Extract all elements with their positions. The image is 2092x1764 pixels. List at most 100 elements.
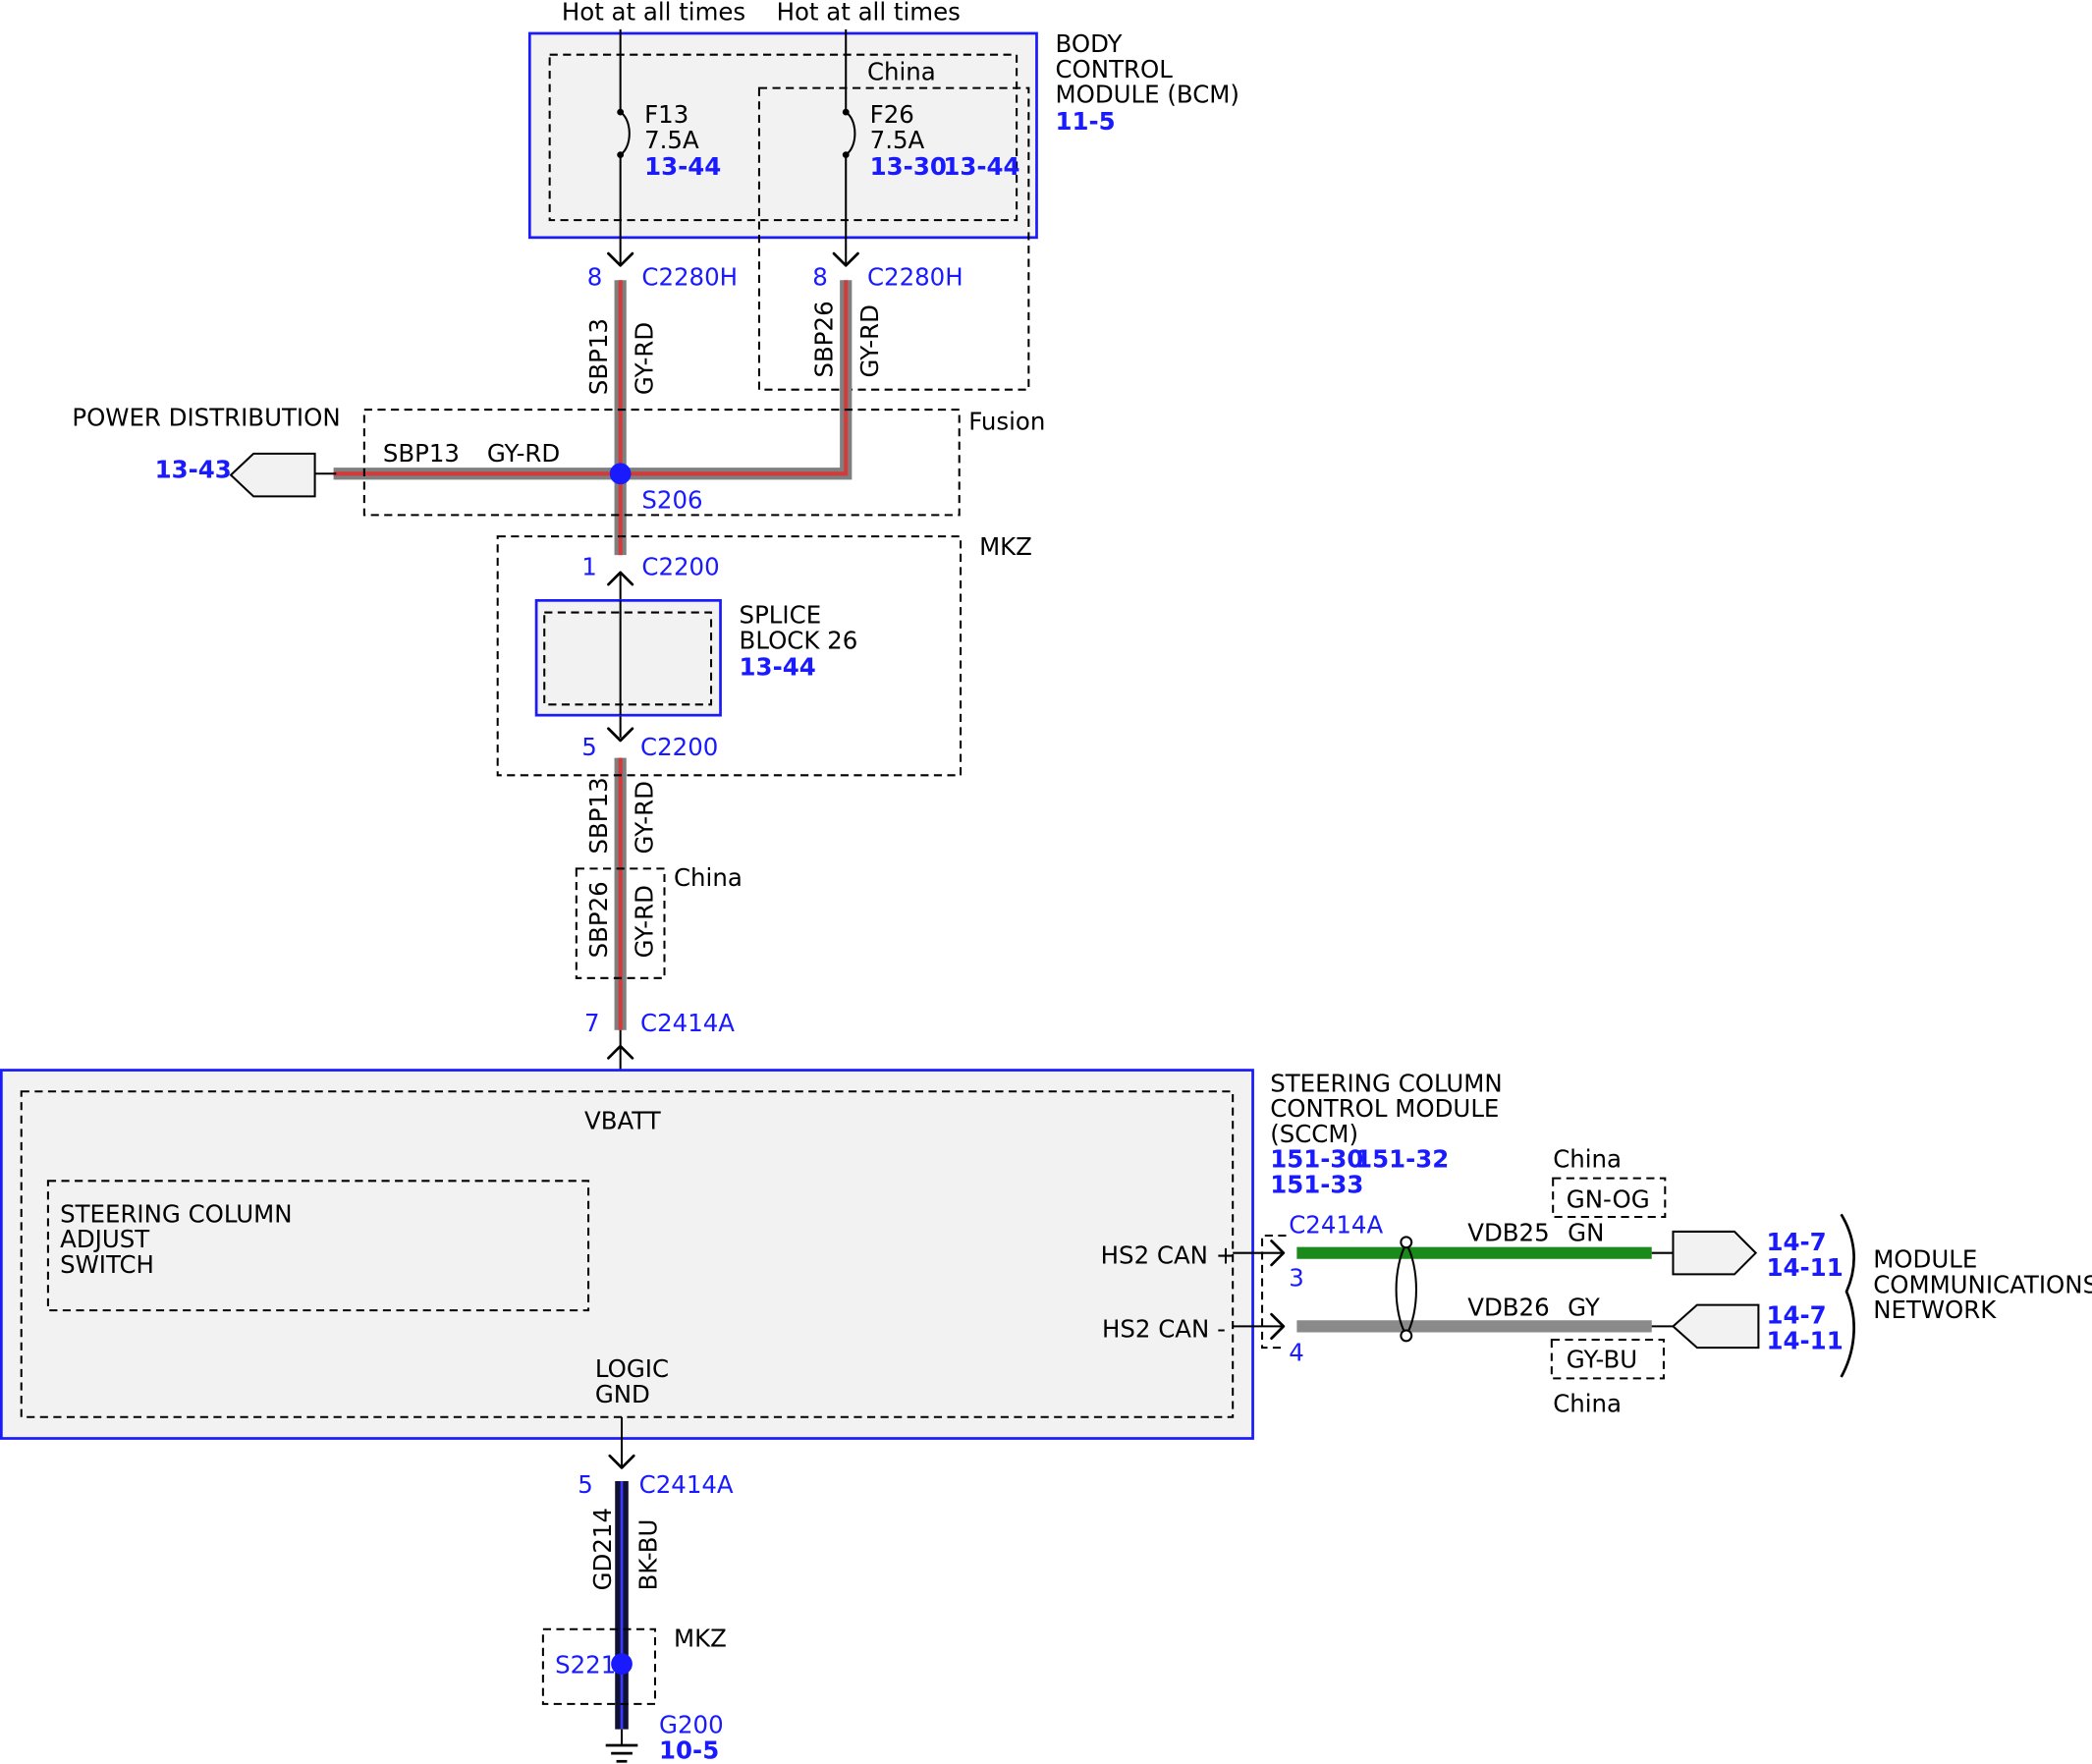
- fuse-f13-name: F13: [644, 100, 688, 129]
- connector-c2280h-left-arrow: [607, 251, 634, 267]
- can-minus-ref-1[interactable]: 14-7: [1767, 1301, 1827, 1330]
- splice-s221-label[interactable]: S221: [555, 1651, 616, 1680]
- connector-c2280h-right-arrow: [832, 251, 859, 267]
- sccm-box[interactable]: [0, 1069, 1254, 1440]
- sccm-ref-1[interactable]: 151-30: [1270, 1145, 1363, 1174]
- wire-label-sbp26-upper: SBP26: [810, 301, 839, 377]
- c2280h-left-label[interactable]: C2280H: [641, 263, 738, 292]
- connector-can-plus-arrow: [1270, 1240, 1286, 1267]
- sccm-ref-2[interactable]: 151-32: [1355, 1145, 1449, 1174]
- power-distribution-ref[interactable]: 13-43: [155, 455, 232, 483]
- ground-ref[interactable]: 10-5: [659, 1736, 719, 1764]
- fuse-f13-ref[interactable]: 13-44: [644, 152, 721, 181]
- sccm-name-line-3: (SCCM): [1270, 1120, 1358, 1148]
- supply-circuit-f13: [607, 28, 634, 267]
- can-plus-connector-icon[interactable]: [1672, 1230, 1758, 1276]
- wire-label-sbp13-lower: SBP13: [584, 777, 613, 854]
- supply-label-right: Hot at all times: [777, 0, 961, 26]
- splice-block-name-line-2: BLOCK 26: [740, 626, 858, 654]
- c2414a-can-bracket: [1261, 1234, 1287, 1350]
- sccm-module: VBATT STEERING COLUMN ADJUST SWITCH LOGI…: [0, 1069, 1254, 1440]
- fuse-f26-rating: 7.5A: [870, 126, 925, 154]
- fuse-f26-symbol: [845, 111, 856, 156]
- bcm-box: [527, 31, 1038, 240]
- sccm-name-line-2: CONTROL MODULE: [1270, 1094, 1499, 1123]
- ground-g200-label[interactable]: G200: [659, 1711, 724, 1739]
- c2414a-label-can[interactable]: C2414A: [1289, 1210, 1383, 1239]
- c2200-top-pin: 1: [581, 553, 597, 581]
- fuse-f13-symbol: [619, 111, 631, 156]
- c2280h-right-label[interactable]: C2280H: [867, 263, 963, 292]
- wire-color-gy-rd-upper: GY-RD: [630, 322, 658, 395]
- can-minus-ref-2[interactable]: 14-11: [1767, 1326, 1844, 1354]
- wire-color-gy: GY: [1568, 1294, 1600, 1322]
- wire-color-gn: GN: [1568, 1218, 1604, 1246]
- c2200-top-label[interactable]: C2200: [641, 553, 719, 581]
- splice-block-ref[interactable]: 13-44: [740, 652, 816, 681]
- c2414a-pin-7: 7: [584, 1009, 600, 1037]
- mkz-label-upper: MKZ: [979, 532, 1032, 561]
- can-plus-ref-1[interactable]: 14-7: [1767, 1228, 1827, 1256]
- wire-color-gy-bu: GY-BU: [1567, 1346, 1637, 1374]
- fusion-variant-box: [362, 409, 961, 517]
- adjust-switch-line-1: STEERING COLUMN: [60, 1199, 292, 1228]
- bcm-name-line-2: CONTROL: [1056, 55, 1174, 83]
- c2414a-pin-3: 3: [1289, 1264, 1304, 1293]
- china-label-gn-og: China: [1553, 1145, 1622, 1174]
- bcm-inner-dashed: [548, 53, 1018, 222]
- fuse-f26-ref-1[interactable]: 13-30: [870, 152, 947, 181]
- wire-sbp26: [620, 280, 853, 480]
- splice-block-name-line-1: SPLICE: [740, 600, 822, 629]
- bcm-name-line-3: MODULE (BCM): [1056, 81, 1239, 109]
- wire-color-bk-bu: BK-BU: [633, 1519, 662, 1591]
- can-plus-ref-2[interactable]: 14-11: [1767, 1253, 1844, 1282]
- supply-circuit-f26: [832, 28, 859, 267]
- adjust-switch-line-3: SWITCH: [60, 1250, 154, 1279]
- wire-color-gy-rd-sbp26: GY-RD: [855, 304, 884, 377]
- mkz-variant-box-ground: [541, 1627, 657, 1705]
- splice-block-26-box[interactable]: [534, 598, 722, 717]
- can-minus-connector-icon[interactable]: [1671, 1303, 1760, 1350]
- connector-c2200-bottom-arrow: [607, 727, 634, 743]
- sccm-name-line-1: STEERING COLUMN: [1270, 1069, 1502, 1097]
- wire-label-sbp13-horizontal: SBP13: [383, 439, 460, 468]
- network-brace-icon: [1840, 1213, 1855, 1378]
- fuse-f26-name: F26: [870, 100, 914, 129]
- adjust-switch-box: [46, 1180, 590, 1312]
- fuse-f26-ref-2[interactable]: 13-44: [943, 152, 1019, 181]
- china-label-sbp26: China: [674, 863, 743, 892]
- bcm-name-line-1: BODY: [1056, 29, 1123, 58]
- c2414a-label-vbatt[interactable]: C2414A: [640, 1009, 735, 1037]
- fuse-f13-rating: 7.5A: [644, 126, 699, 154]
- hs2-can-plus-label: HS2 CAN +: [1101, 1241, 1237, 1270]
- c2414a-label-gnd[interactable]: C2414A: [639, 1470, 734, 1499]
- bcm-ref[interactable]: 11-5: [1056, 107, 1116, 136]
- wire-color-gy-rd-lower: GY-RD: [630, 781, 658, 854]
- wire-color-gn-og: GN-OG: [1567, 1185, 1650, 1213]
- wire-label-vdb26: VDB26: [1467, 1294, 1549, 1322]
- c2200-bottom-label[interactable]: C2200: [640, 733, 718, 761]
- supply-label-left: Hot at all times: [562, 0, 745, 26]
- adjust-switch-line-2: ADJUST: [60, 1225, 149, 1253]
- splice-s221-dot[interactable]: [611, 1653, 633, 1675]
- power-distribution-connector-icon[interactable]: [229, 452, 316, 498]
- connector-c2414a-gnd-arrow: [608, 1454, 635, 1469]
- c2280h-left-pin: 8: [587, 263, 603, 292]
- bcm-module: China F13 7.5A 13-44 F26 7.5A 13-30 13-4…: [527, 29, 1239, 391]
- splice-s206-label[interactable]: S206: [641, 486, 702, 515]
- china-variant-box-gn-og: [1552, 1177, 1667, 1219]
- c2414a-pin-4: 4: [1289, 1339, 1304, 1367]
- splice-s206-dot[interactable]: [609, 463, 632, 485]
- network-name-line-3: NETWORK: [1873, 1295, 1997, 1324]
- ground-symbol-icon: [605, 1729, 638, 1763]
- wire-color-gy-rd-horizontal: GY-RD: [487, 439, 560, 468]
- network-name-line-1: MODULE: [1873, 1245, 1977, 1274]
- wire-label-gd214: GD214: [588, 1508, 617, 1590]
- wire-label-sbp13-upper: SBP13: [584, 318, 613, 395]
- twisted-pair-icon: [1395, 1242, 1407, 1337]
- fusion-label: Fusion: [968, 407, 1045, 435]
- c2200-bottom-pin: 5: [581, 733, 597, 761]
- china-label-gy-bu: China: [1553, 1389, 1622, 1417]
- sccm-ref-3[interactable]: 151-33: [1270, 1171, 1363, 1199]
- power-distribution-label: POWER DISTRIBUTION: [72, 403, 340, 431]
